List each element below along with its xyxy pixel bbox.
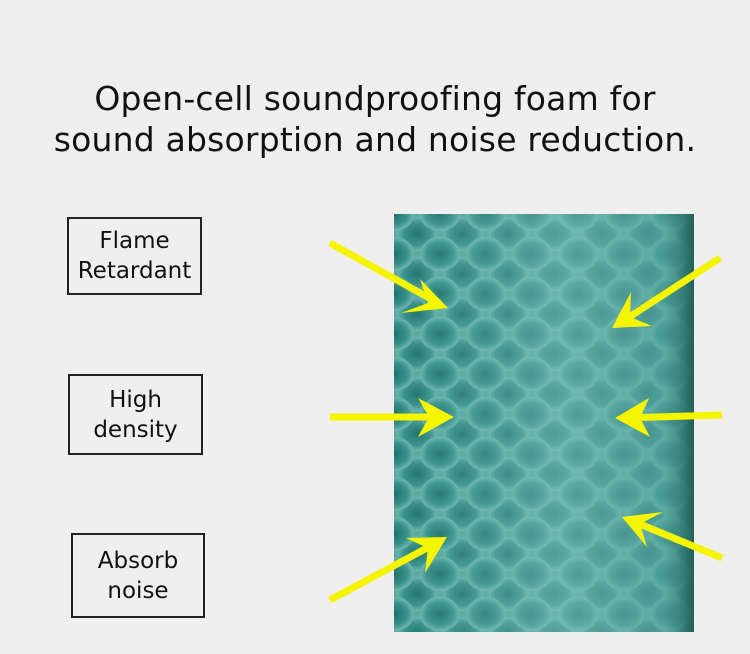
- arrow-icon: [612, 255, 722, 328]
- headline: Open-cell soundproofing foam for sound a…: [0, 78, 750, 160]
- feature-box-high-density: High density: [68, 374, 203, 455]
- feature-box-flame-retardant: Flame Retardant: [67, 217, 202, 295]
- headline-line-2: sound absorption and noise reduction.: [53, 120, 697, 159]
- feature-box-absorb-noise: Absorb noise: [71, 533, 205, 618]
- arrows: [328, 239, 724, 604]
- headline-line-1: Open-cell soundproofing foam for: [94, 79, 656, 118]
- feature-label: density: [93, 416, 178, 443]
- arrow-icon: [328, 239, 448, 313]
- feature-label: High: [109, 386, 162, 413]
- arrow-icon: [622, 512, 724, 562]
- feature-label: Retardant: [77, 258, 192, 284]
- arrow-icon: [615, 398, 723, 437]
- feature-label: Absorb: [97, 547, 179, 574]
- arrow-icon: [330, 398, 454, 437]
- feature-label: noise: [107, 577, 169, 604]
- feature-label: Flame: [99, 228, 170, 254]
- foam-edge-shading: [394, 214, 694, 632]
- arrow-icon: [328, 537, 447, 604]
